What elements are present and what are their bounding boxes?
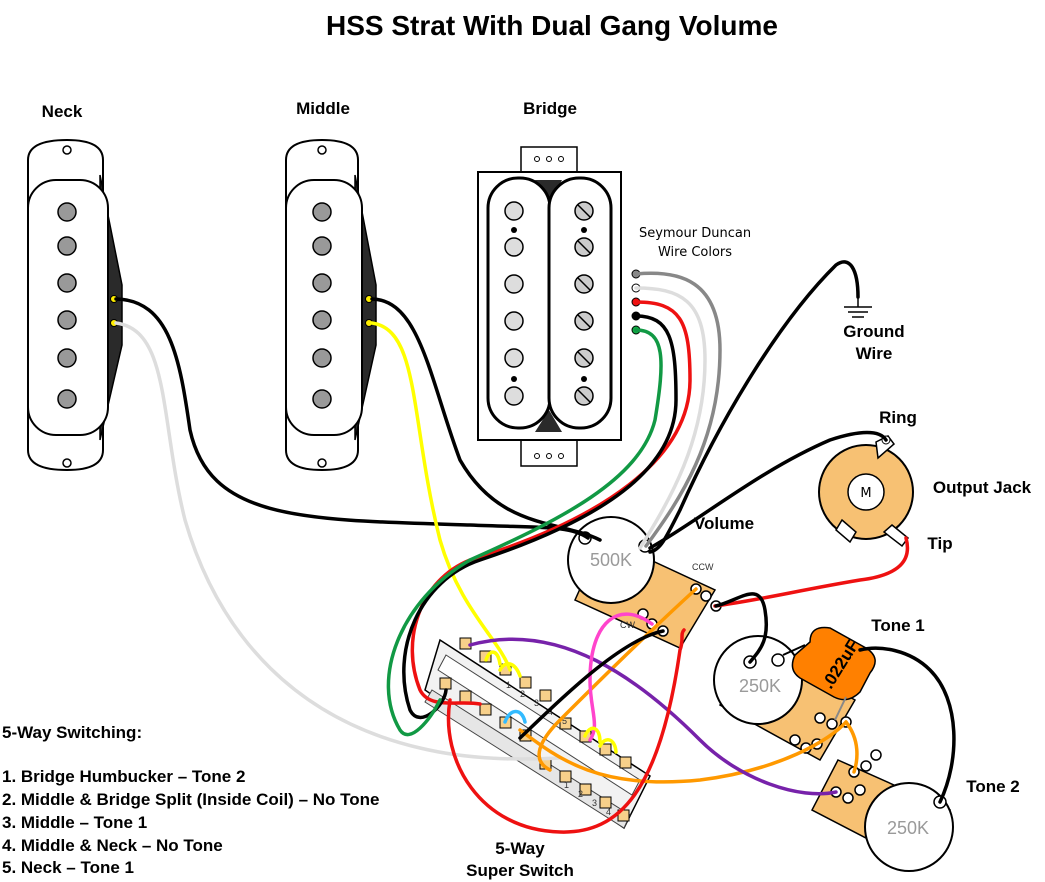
output-jack: M <box>818 435 914 548</box>
ring-label: Ring <box>879 408 917 427</box>
volume-label: Volume <box>694 514 754 533</box>
switch-label-line1: 5-Way <box>495 839 545 858</box>
tone2-label: Tone 2 <box>966 777 1020 796</box>
red-switch-loop <box>446 628 686 834</box>
tone1-label: Tone 1 <box>871 616 925 635</box>
switch-lug-number: 2 <box>520 689 525 699</box>
tone-capacitor <box>782 626 876 721</box>
orange-wire-3 <box>844 720 859 774</box>
volume-lug-mark: CCW <box>692 562 714 572</box>
middle-ground-wire <box>370 321 512 672</box>
ground-wire <box>648 260 860 554</box>
tone2-pot <box>810 749 954 872</box>
bridge-bare-wire <box>634 271 722 548</box>
tone2-pot-value: 250K <box>887 818 929 838</box>
switch-lug-number: 4 <box>606 807 611 817</box>
switch-lug-number: 1 <box>506 680 511 690</box>
orange-wire-1 <box>537 587 698 772</box>
volume-tone-wire <box>714 592 768 664</box>
tip-wire <box>713 536 910 608</box>
switching-heading: 5-Way Switching: <box>2 723 142 742</box>
pink-wire <box>588 612 654 742</box>
tone1-pot <box>713 635 857 762</box>
wire-colors-note-line1: Seymour Duncan <box>639 226 751 241</box>
switch-lug-number: 1 <box>564 780 569 790</box>
wiring <box>114 260 956 834</box>
switch-lug-number: 5 <box>562 716 567 726</box>
purple-wire <box>468 637 838 796</box>
neck-single-coil-pickup <box>27 138 123 472</box>
neck-pickup-label: Neck <box>42 102 83 121</box>
middle-pickup-label: Middle <box>296 99 350 118</box>
switching-position-5: 5. Neck – Tone 1 <box>2 858 134 877</box>
tip-label: Tip <box>927 534 952 553</box>
diagram-title: HSS Strat With Dual Gang Volume <box>326 10 778 41</box>
yellow-jumpers <box>484 650 522 678</box>
bridge-red-wire <box>410 300 692 706</box>
ground-wire-label-line2: Wire <box>856 344 893 363</box>
switch-lug-number: 2 <box>578 789 583 799</box>
ground-wire-label-line1: Ground <box>843 322 904 341</box>
neck-hot-wire <box>114 297 590 540</box>
switching-position-3: 3. Middle – Tone 1 <box>2 813 147 832</box>
jack-mono-mark: M <box>860 486 871 501</box>
bridge-pickup-label: Bridge <box>523 99 577 118</box>
switching-position-2: 2. Middle & Bridge Split (Inside Coil) –… <box>2 790 379 809</box>
wire-colors-note-line2: Wire Colors <box>658 245 732 260</box>
bridge-white-wire <box>634 286 707 550</box>
bridge-humbucker-pickup <box>477 146 641 467</box>
neck-ground-wire <box>114 321 562 761</box>
volume-lug-mark-2: CW <box>620 620 635 630</box>
blue-jumper <box>503 709 527 724</box>
middle-single-coil-pickup <box>285 138 377 472</box>
tone2-ground-wire <box>858 646 956 804</box>
tone1-pot-value: 250K <box>739 676 781 696</box>
switch-lug-number: 4 <box>548 707 553 717</box>
switch-label-line2: Super Switch <box>466 861 574 880</box>
output-jack-label: Output Jack <box>933 478 1032 497</box>
volume-pot-value: 500K <box>590 550 632 570</box>
yellow-jumpers-2 <box>583 726 618 754</box>
bridge-black-wire <box>402 314 678 720</box>
bridge-green-wire <box>386 328 663 737</box>
switching-position-1: 1. Bridge Humbucker – Tone 2 <box>2 767 245 786</box>
switching-position-4: 4. Middle & Neck – No Tone <box>2 836 223 855</box>
switch-lug-number: 3 <box>534 698 539 708</box>
switch-volume-wire <box>518 629 665 740</box>
switch-lug-number: 3 <box>592 798 597 808</box>
ring-wire <box>648 430 888 550</box>
ground-symbol <box>844 297 872 318</box>
orange-wire-2 <box>518 720 848 784</box>
switch-lug-numbers: 1 2 3 4 5 1 2 3 4 <box>506 680 611 817</box>
